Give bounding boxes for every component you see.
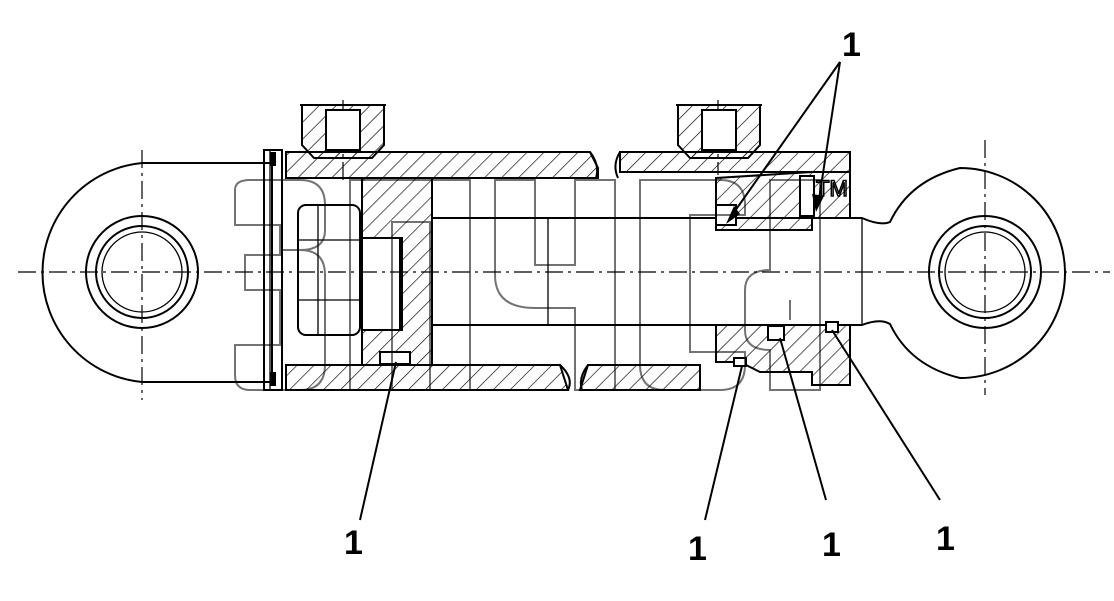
gland-bottom xyxy=(715,324,851,386)
break-line-top xyxy=(589,151,599,179)
watermark-logo xyxy=(234,179,821,391)
callout-label-bottom-right: 1 xyxy=(936,520,955,558)
gland-top xyxy=(715,171,851,231)
gland-seal-bottom xyxy=(767,325,785,341)
break-line-bottom xyxy=(559,364,571,391)
right-port xyxy=(676,104,762,159)
leader-lines xyxy=(359,61,941,521)
break-line-top-2 xyxy=(614,151,621,179)
right-clevis-eye xyxy=(850,166,1066,380)
callout-label-bottom-left: 1 xyxy=(344,524,363,562)
left-clevis-eye xyxy=(41,162,273,383)
piston-bore xyxy=(361,237,403,331)
callout-label-bottom-mid2: 1 xyxy=(822,526,841,564)
left-port xyxy=(300,104,386,159)
gland-wiper-top xyxy=(799,175,815,217)
break-line-bottom-2 xyxy=(579,364,589,391)
gland-wiper-bottom xyxy=(825,321,839,333)
barrel-wall-bottom-left xyxy=(285,364,570,391)
callout-label-bottom-mid1: 1 xyxy=(688,530,707,568)
callout-label-top: 1 xyxy=(842,26,861,64)
